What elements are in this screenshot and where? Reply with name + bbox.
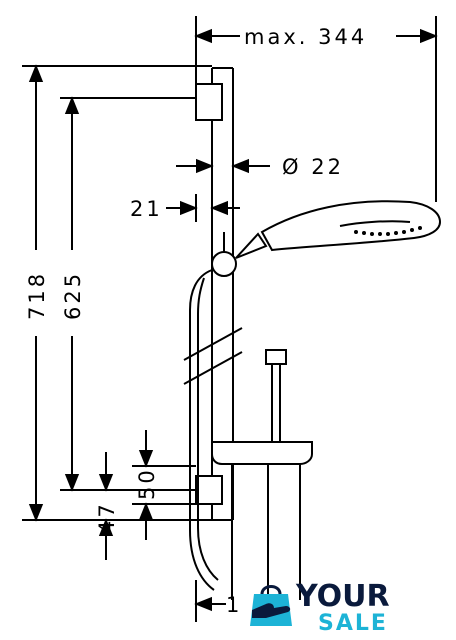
shopping-bag-hand-icon <box>250 585 292 626</box>
dim-bar-offset-label: 21 <box>130 197 163 221</box>
dim-lower-47-label: 47 <box>95 501 119 534</box>
handshower-holder <box>211 232 237 277</box>
dim-overall-height-label: 718 <box>25 271 49 320</box>
dim-diameter-label: Ø 22 <box>282 155 344 179</box>
logo-line1: YOUR <box>295 579 390 614</box>
dim-lower-50-label: 50 <box>135 467 159 500</box>
soap-shelf <box>211 441 313 465</box>
your-sale-logo: YOUR SALE <box>250 579 390 636</box>
upper-wall-bracket <box>195 83 223 121</box>
dim-diameter <box>176 120 270 180</box>
dim-width-max <box>194 16 438 202</box>
dim-bottom-partial-label: 1 <box>226 593 242 617</box>
dim-holder-height-label: 625 <box>61 271 85 320</box>
lower-hose-lines <box>231 464 301 600</box>
break-lines <box>183 327 243 385</box>
dim-overall-height <box>22 64 212 522</box>
hose-connector <box>265 349 287 442</box>
shower-hose <box>189 269 219 591</box>
dim-lower-47 <box>92 452 154 560</box>
logo-line2: SALE <box>318 611 388 636</box>
dim-width-max-label: max. 344 <box>244 25 367 49</box>
handshower <box>235 200 442 259</box>
lower-wall-bracket <box>195 475 223 505</box>
dim-bottom-partial <box>194 580 226 622</box>
dim-bar-offset <box>166 194 240 222</box>
